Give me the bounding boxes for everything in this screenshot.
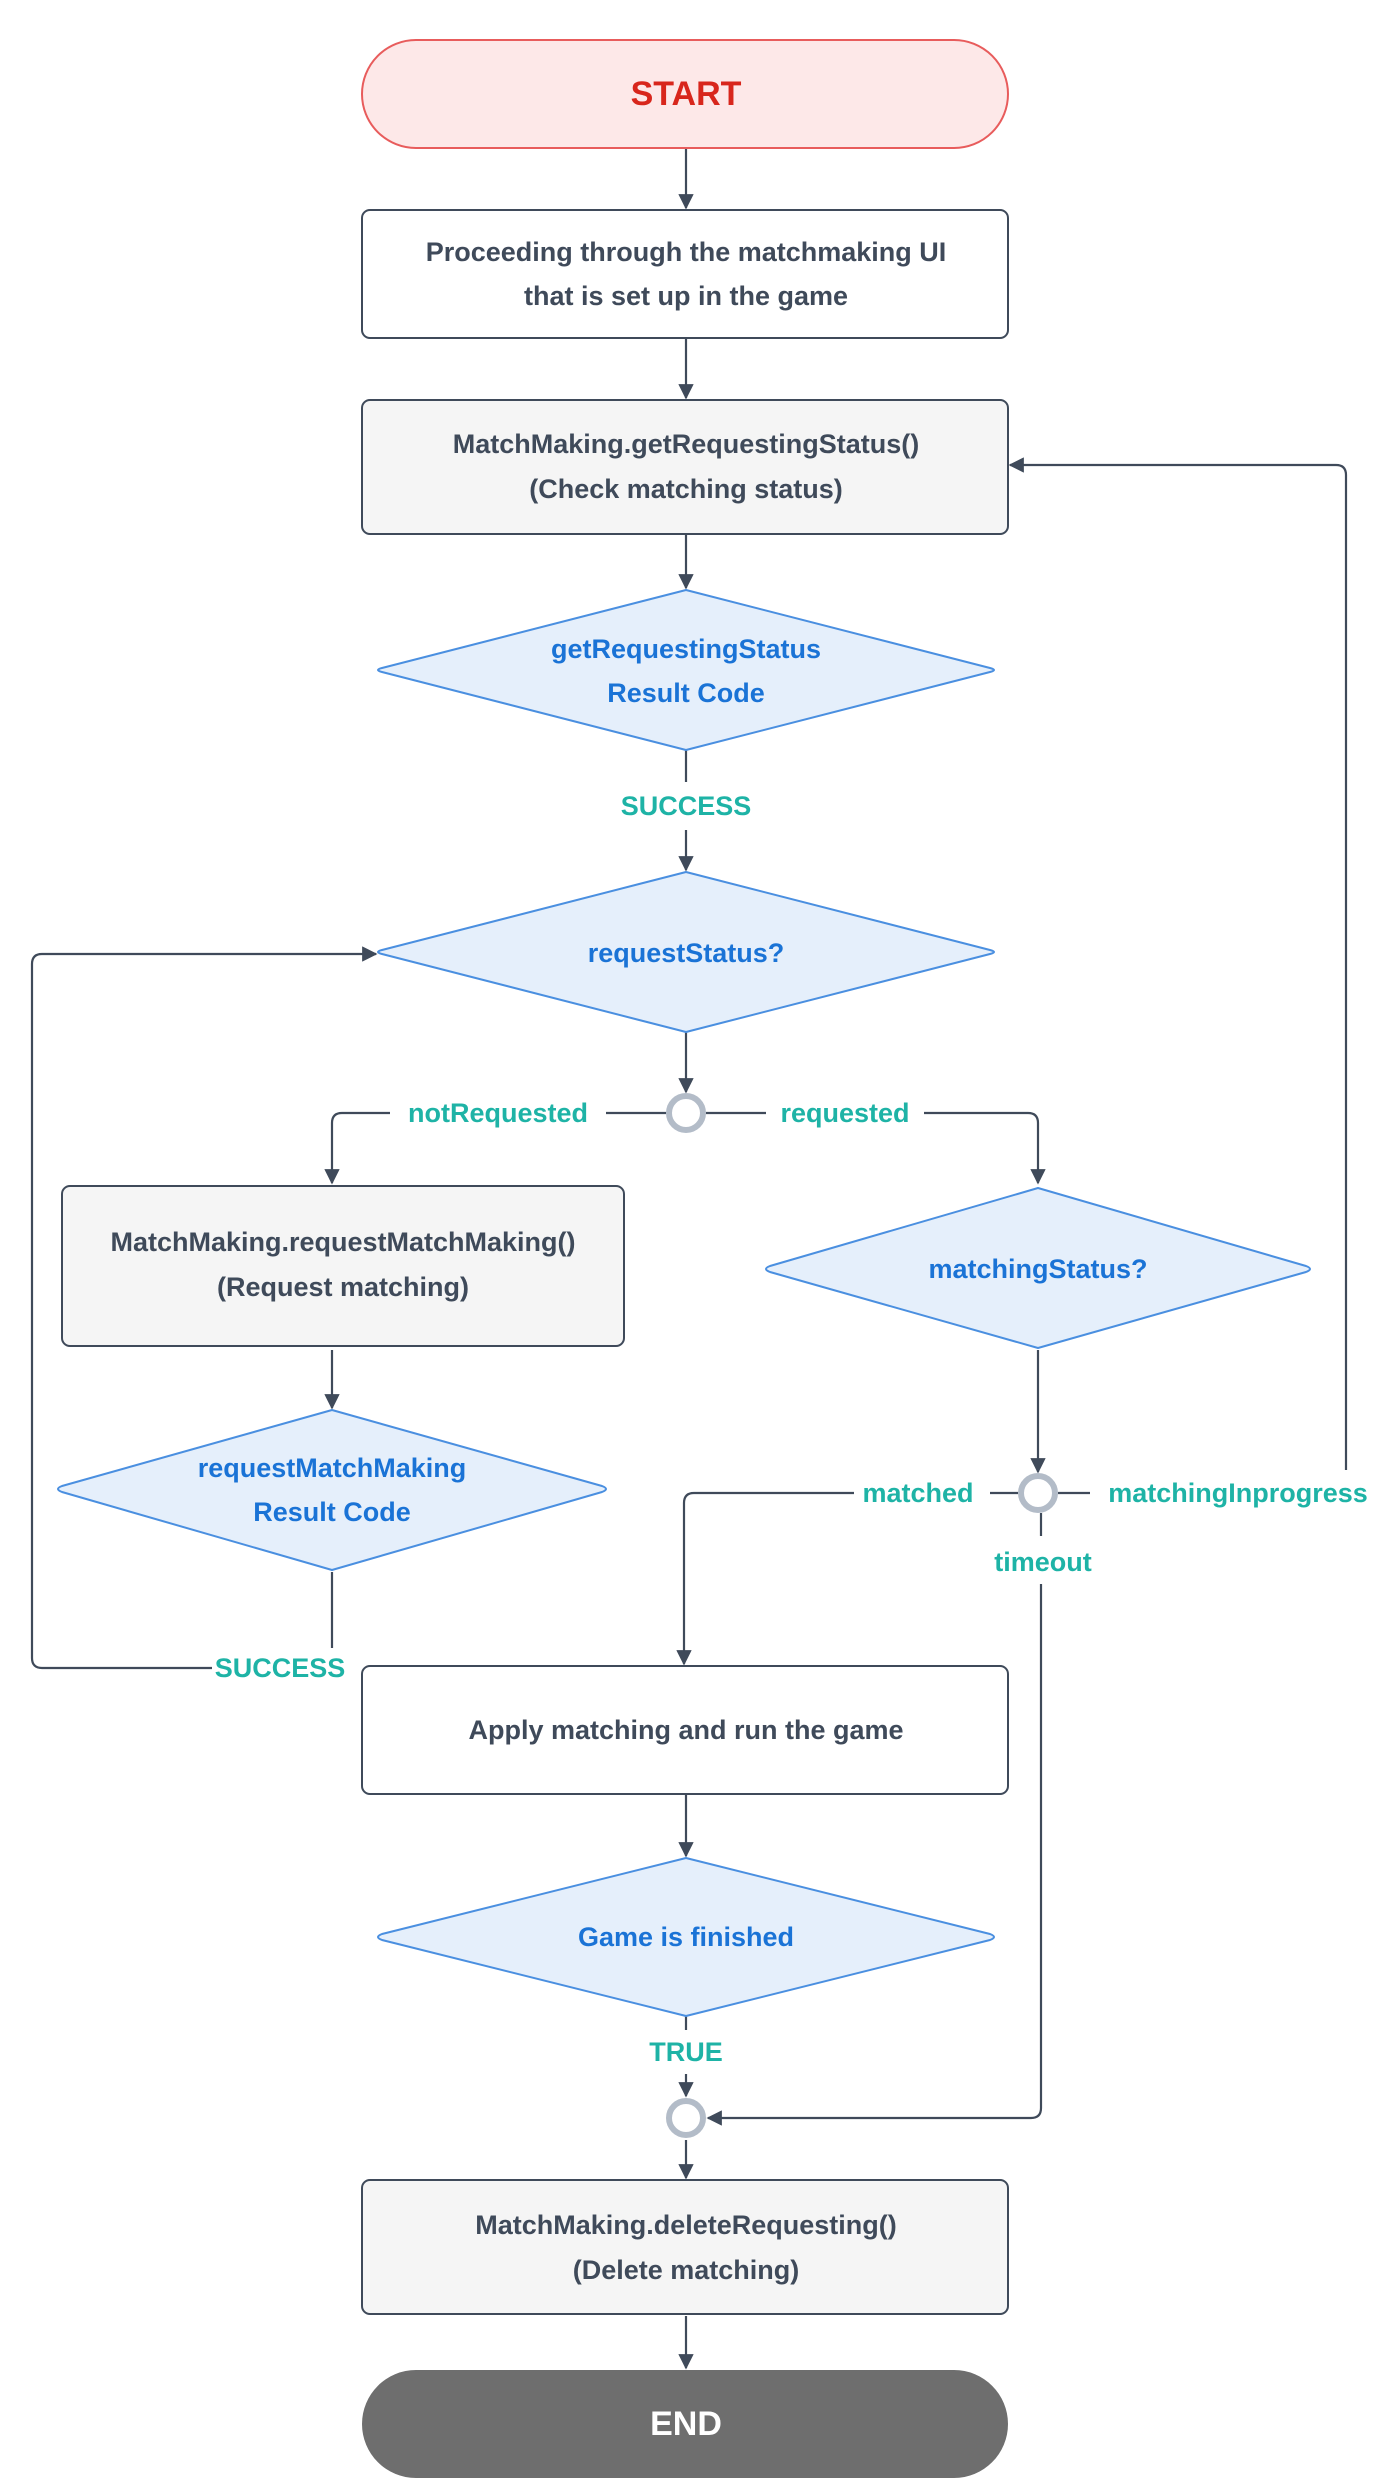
proceed-label-line2: that is set up in the game xyxy=(524,281,848,311)
get-status-label-line1: MatchMaking.getRequestingStatus() xyxy=(453,429,920,459)
request-matchmaking-label-line2: (Request matching) xyxy=(217,1272,469,1302)
branch-junction-request-status xyxy=(666,1093,706,1133)
edge-success-loop-to-request-status xyxy=(30,946,378,1670)
edge-matched-to-apply xyxy=(676,1491,854,1666)
edge-inprogress-loop-to-get-status xyxy=(1008,457,1348,1470)
request-matchmaking-box: MatchMaking.requestMatchMaking() (Reques… xyxy=(61,1185,625,1347)
edge-timeout-to-end-junction xyxy=(706,1584,1043,2126)
edge-label-success-2: SUCCESS xyxy=(215,1653,346,1683)
proceed-box: Proceeding through the matchmaking UI th… xyxy=(361,209,1009,339)
edge-requested-to-matching-status xyxy=(924,1111,1046,1185)
delete-label-line1: MatchMaking.deleteRequesting() xyxy=(475,2210,897,2240)
connectors xyxy=(30,148,1348,2370)
edge-not-requested-to-request-matchmaking xyxy=(324,1111,390,1185)
edge-label-matching-inprogress: matchingInprogress xyxy=(1108,1478,1368,1508)
end-label: END xyxy=(650,2405,722,2443)
request-matchmaking-label-line1: MatchMaking.requestMatchMaking() xyxy=(110,1227,575,1257)
end-terminal: END xyxy=(362,2370,1008,2478)
request-status-label: requestStatus? xyxy=(588,938,785,968)
apply-label: Apply matching and run the game xyxy=(468,1715,903,1745)
edge-label-matched: matched xyxy=(862,1478,973,1508)
request-matchmaking-result-label-line1: requestMatchMaking xyxy=(198,1453,467,1483)
game-finished-label: Game is finished xyxy=(578,1922,794,1952)
request-matchmaking-result-decision: requestMatchMaking Result Code xyxy=(57,1409,607,1571)
delete-box: MatchMaking.deleteRequesting() (Delete m… xyxy=(361,2179,1009,2315)
apply-box: Apply matching and run the game xyxy=(361,1665,1009,1795)
edge-label-timeout: timeout xyxy=(994,1547,1092,1577)
get-status-label-line2: (Check matching status) xyxy=(529,474,843,504)
proceed-label-line1: Proceeding through the matchmaking UI xyxy=(426,237,947,267)
get-status-box: MatchMaking.getRequestingStatus() (Check… xyxy=(361,399,1009,535)
game-finished-decision: Game is finished xyxy=(377,1857,995,2017)
start-terminal: START xyxy=(361,39,1009,149)
start-label: START xyxy=(631,75,742,113)
delete-label-line2: (Delete matching) xyxy=(573,2255,800,2285)
edge-label-success-1: SUCCESS xyxy=(621,791,752,821)
get-status-result-label-line2: Result Code xyxy=(607,678,765,708)
get-status-result-decision: getRequestingStatus Result Code xyxy=(377,589,995,751)
matching-status-decision: matchingStatus? xyxy=(765,1187,1311,1349)
request-status-decision: requestStatus? xyxy=(377,871,995,1033)
request-matchmaking-result-label-line2: Result Code xyxy=(253,1497,411,1527)
edge-label-requested: requested xyxy=(780,1098,909,1128)
edge-label-not-requested: notRequested xyxy=(408,1098,588,1128)
branch-junction-matching-status xyxy=(1018,1473,1058,1513)
edge-label-true: TRUE xyxy=(649,2037,723,2067)
matching-status-label: matchingStatus? xyxy=(928,1254,1147,1284)
get-status-result-label-line1: getRequestingStatus xyxy=(551,634,821,664)
merge-junction-end xyxy=(666,2098,706,2138)
